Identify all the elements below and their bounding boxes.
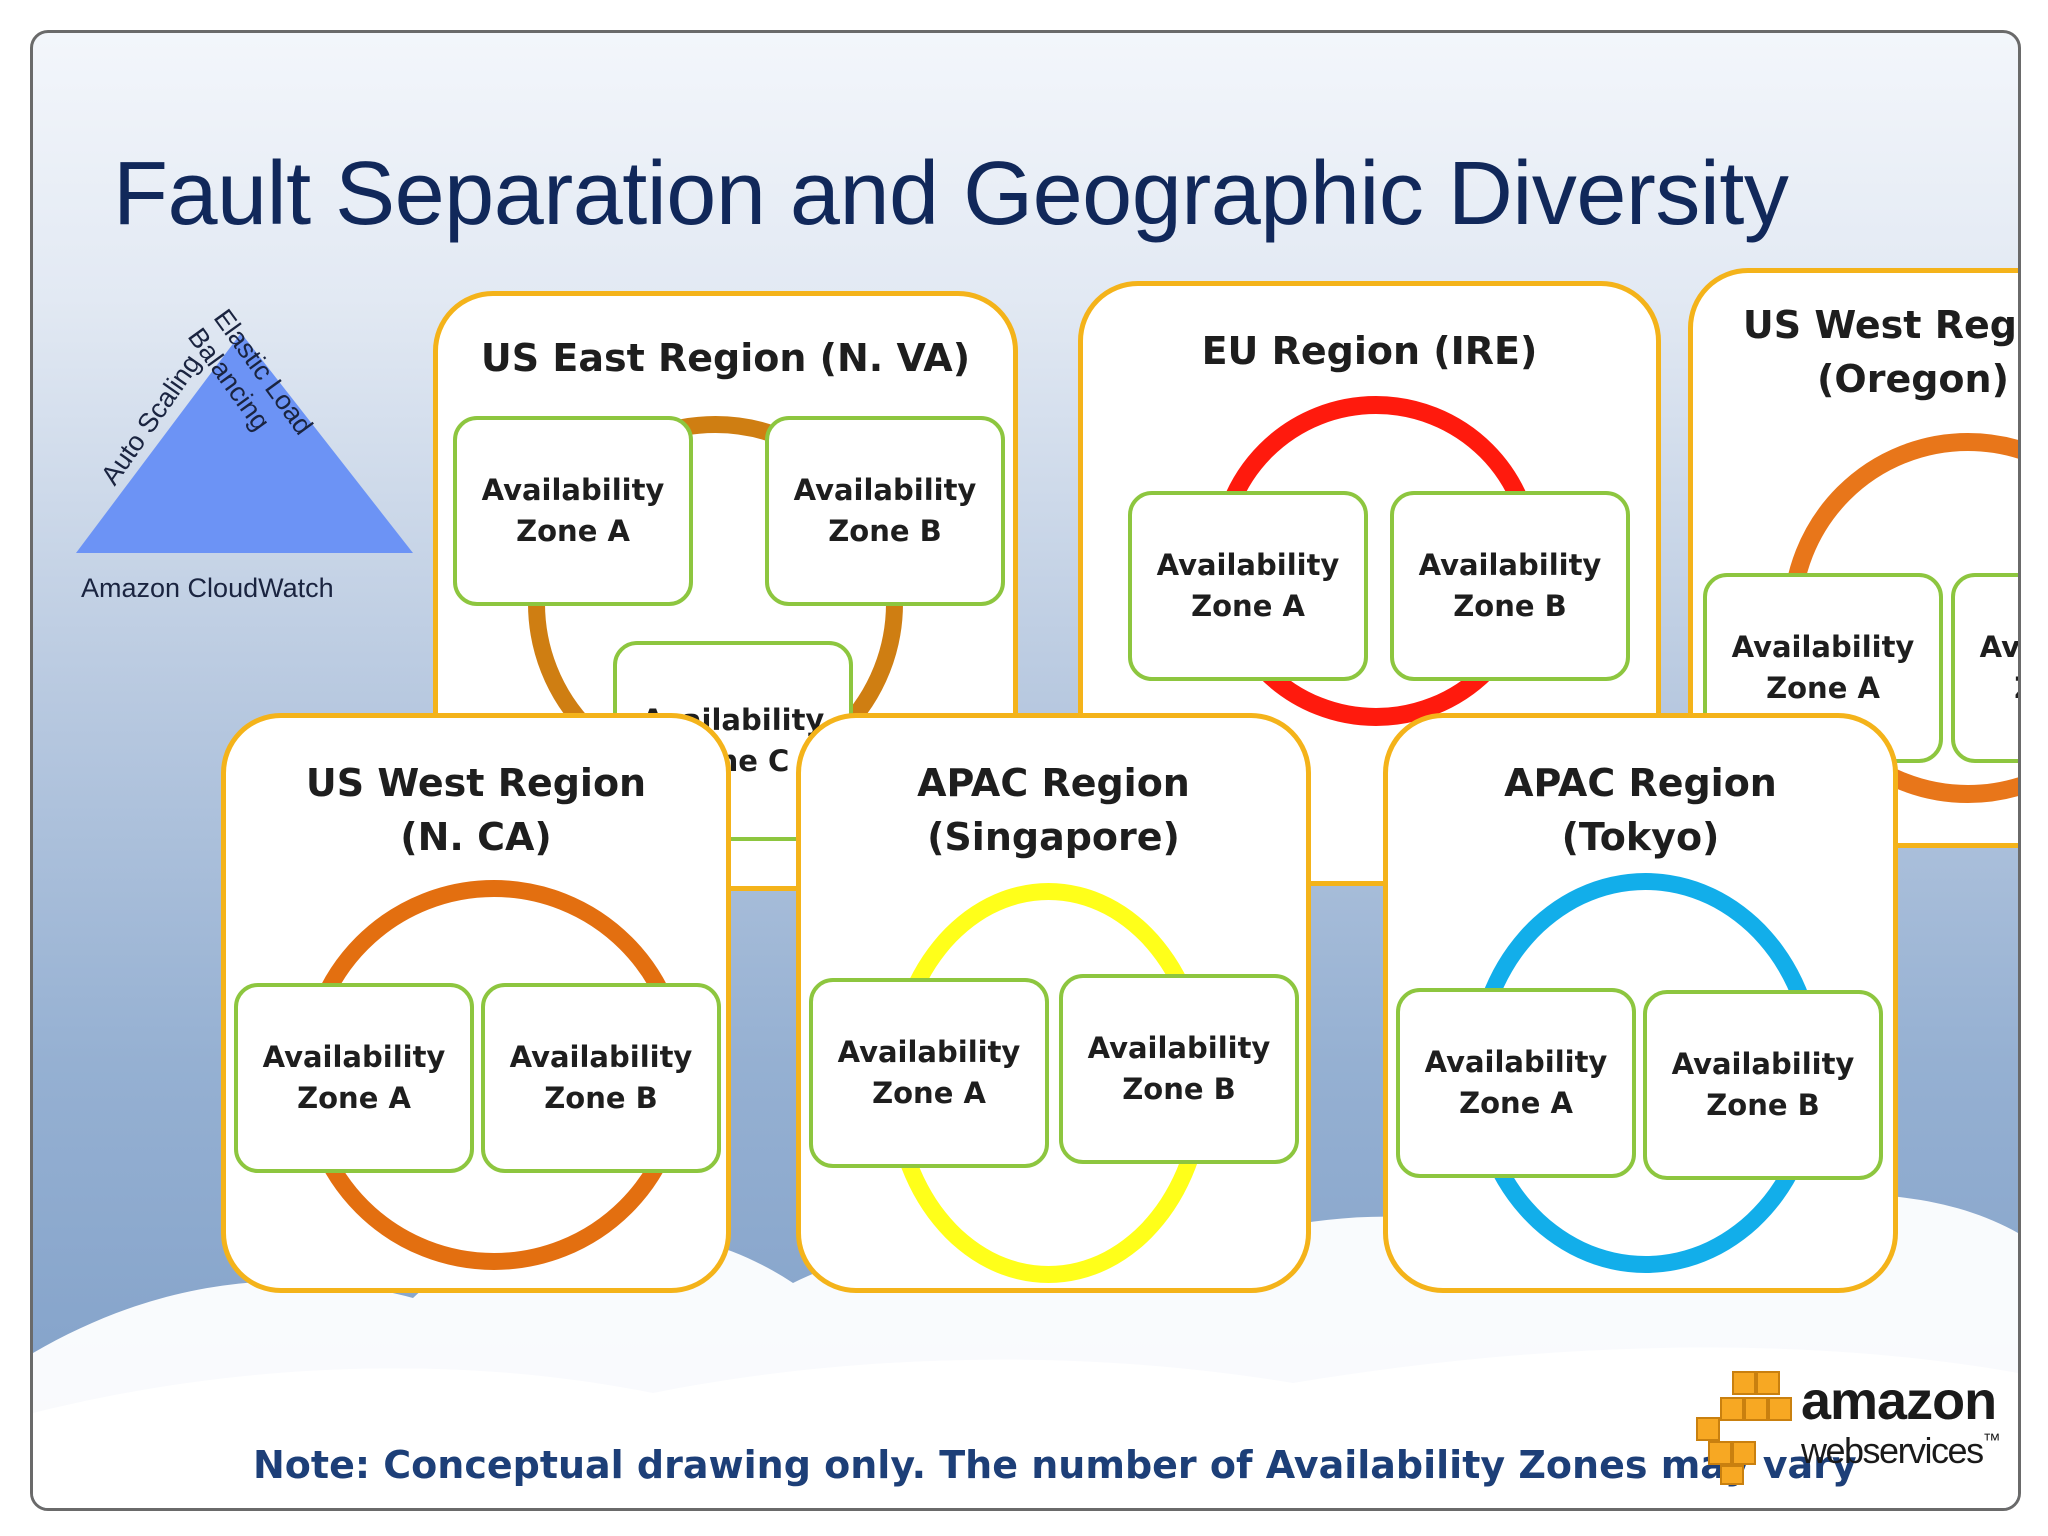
availability-zone-a: Availability Zone A — [809, 978, 1049, 1168]
availability-zone-b: Availability Zone B — [481, 983, 721, 1173]
services-triangle — [76, 333, 413, 553]
region-title: APAC Region (Singapore) — [917, 761, 1190, 859]
region-apac-singapore: APAC Region (Singapore) Availability Zon… — [796, 713, 1311, 1293]
region-title: US West Region (N. CA) — [305, 761, 647, 859]
aws-logo-word: amazon — [1801, 1371, 1997, 1431]
availability-zone-a: Availability Zone A — [1396, 988, 1636, 1178]
availability-zone-a: Availability Zone A — [1128, 491, 1368, 681]
availability-zone-a: Availability Zone A — [234, 983, 474, 1173]
availability-zone-b: Availability Zone B — [1643, 990, 1883, 1180]
aws-logo: amazon webservices™ — [1693, 1368, 2003, 1488]
availability-zone-b: Availability Zone B — [1951, 573, 2018, 763]
availability-zone-b: Availability Zone B — [1059, 974, 1299, 1164]
aws-logo-sub-text: webservices — [1801, 1430, 1984, 1471]
aws-boxes-icon — [1696, 1371, 1792, 1485]
region-title: APAC Region (Tokyo) — [1504, 761, 1777, 859]
region-apac-tokyo: APAC Region (Tokyo) Availability Zone A … — [1383, 713, 1898, 1293]
cloudwatch-label: Amazon CloudWatch — [81, 573, 334, 603]
slide: Fault Separation and Geographic Diversit… — [30, 30, 2021, 1511]
region-title: US East Region (N. VA) — [480, 336, 971, 380]
region-us-west-ca: US West Region (N. CA) Availability Zone… — [221, 713, 731, 1293]
region-title: US West Region (Oregon) — [1742, 303, 2018, 401]
footnote: Note: Conceptual drawing only. The numbe… — [253, 1443, 1857, 1487]
availability-zone-b: Availability Zone B — [765, 416, 1005, 606]
region-title: EU Region (IRE) — [1201, 329, 1538, 373]
aws-logo-sub: webservices™ — [1801, 1430, 2001, 1472]
availability-zone-a: Availability Zone A — [453, 416, 693, 606]
aws-logo-tm: ™ — [1982, 1430, 2001, 1450]
page-title: Fault Separation and Geographic Diversit… — [113, 144, 1789, 244]
triangle-shape — [76, 333, 413, 553]
availability-zone-b: Availability Zone B — [1390, 491, 1630, 681]
